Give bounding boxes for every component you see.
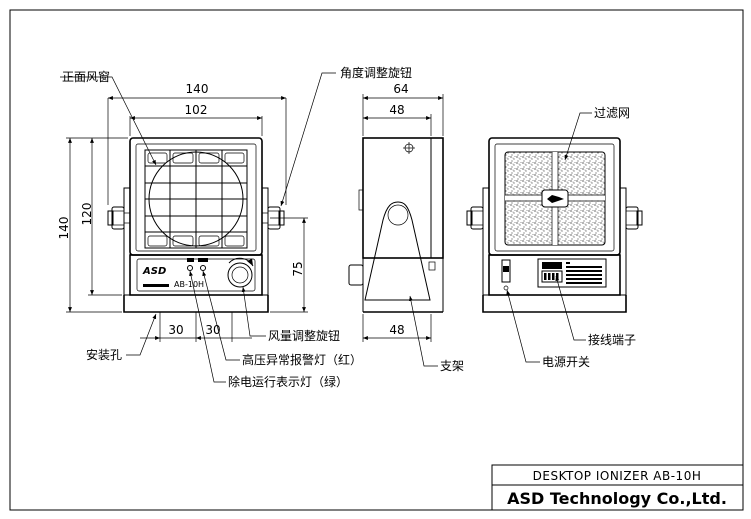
dim-body-depth: 48 — [389, 103, 404, 117]
alarm-lamp-mark — [187, 258, 194, 262]
air-volume-knob — [227, 262, 253, 288]
title-block: DESKTOP IONIZER AB-10H ASD Technology Co… — [491, 464, 744, 511]
rear-filter — [504, 151, 606, 246]
dim-inner-height: 120 — [80, 203, 94, 226]
run-lamp — [200, 265, 206, 271]
side-stand — [364, 201, 431, 301]
label-stand: 支架 — [440, 359, 464, 373]
label-terminal-block: 接线端子 — [588, 332, 636, 347]
left-angle-knob — [107, 206, 131, 230]
dim-hole-spacing-2: 30 — [205, 323, 220, 337]
power-switch — [501, 259, 511, 283]
dim-overall-height: 140 — [57, 217, 71, 240]
front-grille — [144, 149, 248, 249]
front-view: ASD AB-10H — [57, 65, 412, 389]
rear-base — [482, 295, 627, 313]
label-air-volume-knob: 风量调整旋钮 — [268, 328, 340, 343]
dim-inner-width: 102 — [185, 103, 208, 117]
rear-view: 过滤网 接线端子 电源开关 — [466, 106, 643, 369]
rear-left-knob — [466, 206, 484, 230]
panel-logo: ASD — [142, 266, 166, 277]
dim-base-depth: 48 — [389, 323, 404, 337]
terminal-block — [537, 258, 607, 288]
title-product: DESKTOP IONIZER AB-10H — [533, 469, 702, 483]
dim-overall-width: 140 — [186, 82, 209, 96]
run-lamp-mark — [198, 258, 208, 262]
alarm-lamp — [187, 265, 193, 271]
side-view: 64 48 48 支架 — [348, 82, 464, 373]
label-mount-holes: 安装孔 — [86, 347, 122, 362]
panel-model: AB-10H — [174, 280, 204, 289]
label-power-switch: 电源开关 — [542, 355, 590, 369]
title-company: ASD Technology Co.,Ltd. — [507, 489, 727, 508]
label-front-grille: 正面风窗 — [62, 70, 110, 84]
drawing-border — [9, 9, 744, 511]
label-hv-alarm-lamp: 高压异常报警灯（红） — [242, 352, 362, 367]
label-power-run-lamp: 除电运行表示灯（绿） — [228, 374, 348, 389]
side-knob — [348, 264, 364, 286]
label-filter: 过滤网 — [594, 106, 630, 120]
rear-right-knob — [625, 206, 643, 230]
dim-hole-spacing-1: 30 — [168, 323, 183, 337]
label-angle-knob: 角度调整旋钮 — [340, 65, 412, 80]
dim-side-height: 75 — [291, 261, 305, 276]
dim-top-depth: 64 — [393, 82, 408, 96]
